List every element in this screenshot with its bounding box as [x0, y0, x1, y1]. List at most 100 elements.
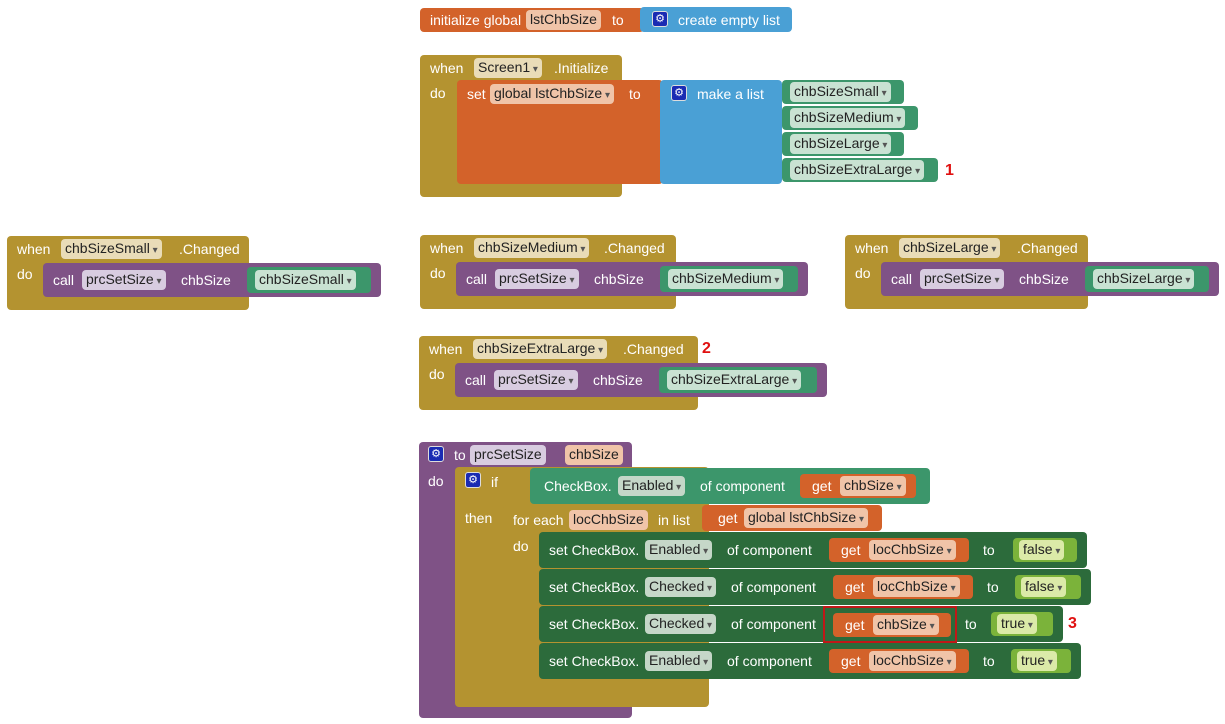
procedure-name-dropdown[interactable]: prcSetSize: [920, 269, 1004, 289]
list-item-block[interactable]: chbSizeMedium: [782, 106, 918, 130]
make-list-gear-icon[interactable]: ⚙: [671, 85, 687, 101]
component-arg[interactable]: chbSizeSmall: [255, 270, 356, 290]
cond-component-label: CheckBox.: [544, 478, 612, 494]
set-of-component-label: of component: [727, 653, 812, 669]
get-var-block[interactable]: get locChbSize: [829, 538, 969, 562]
call-procedure-block[interactable]: call prcSetSize chbSize chbSizeLarge: [881, 262, 1219, 296]
create-empty-list-block[interactable]: ⚙ create empty list: [640, 7, 792, 32]
procedure-name-dropdown[interactable]: prcSetSize: [495, 269, 579, 289]
list-item-component[interactable]: chbSizeLarge: [790, 134, 892, 154]
call-label: call: [53, 272, 75, 288]
component-arg[interactable]: chbSizeLarge: [1093, 269, 1195, 289]
list-item-block[interactable]: chbSizeLarge: [782, 132, 904, 156]
set-to-label: to: [629, 86, 641, 102]
for-each-label: for each: [513, 512, 564, 528]
cond-property-dropdown[interactable]: Enabled: [618, 476, 686, 496]
param-label: chbSize: [594, 271, 644, 287]
global-name-field[interactable]: lstChbSize: [526, 10, 601, 30]
set-to-label: to: [983, 653, 995, 669]
changed-event-label: .Changed: [604, 240, 665, 256]
component-arg-block[interactable]: chbSizeMedium: [660, 266, 798, 292]
set-property-dropdown[interactable]: Enabled: [645, 651, 713, 671]
boolean-block[interactable]: false: [1013, 538, 1077, 562]
list-item-component[interactable]: chbSizeSmall: [790, 82, 891, 102]
boolean-value-dropdown[interactable]: false: [1019, 540, 1065, 560]
boolean-block[interactable]: true: [1011, 649, 1071, 673]
get-var-block[interactable]: get locChbSize: [833, 575, 973, 599]
set-property-dropdown[interactable]: Checked: [645, 614, 717, 634]
set-checkbox-block[interactable]: set CheckBox. Checked of component get l…: [539, 569, 1091, 605]
procedure-param-field[interactable]: chbSize: [565, 445, 623, 465]
set-property-dropdown[interactable]: Checked: [645, 577, 717, 597]
procedure-name-dropdown[interactable]: prcSetSize: [494, 370, 578, 390]
list-item-component[interactable]: chbSizeExtraLarge: [790, 160, 925, 180]
set-property-dropdown[interactable]: Enabled: [645, 540, 713, 560]
set-checkbox-block[interactable]: set CheckBox. Checked of component get c…: [539, 606, 1063, 642]
get-global-list-dropdown[interactable]: global lstChbSize: [744, 508, 868, 528]
component-arg-block[interactable]: chbSizeExtraLarge: [659, 367, 817, 393]
list-item-component[interactable]: chbSizeMedium: [790, 108, 906, 128]
component-arg[interactable]: chbSizeMedium: [668, 269, 784, 289]
get-var-dropdown[interactable]: locChbSize: [869, 540, 956, 560]
annotation-marker-2: 2: [702, 340, 711, 357]
set-global-var-dropdown[interactable]: global lstChbSize: [490, 84, 614, 104]
get-var-block[interactable]: get chbSize: [833, 613, 951, 637]
get-var-block[interactable]: get chbSize: [800, 474, 916, 498]
list-item-block[interactable]: chbSizeExtraLarge: [782, 158, 938, 182]
set-to-label: to: [965, 616, 977, 632]
call-procedure-block[interactable]: call prcSetSize chbSize chbSizeMedium: [456, 262, 808, 296]
mutator-gear-icon[interactable]: ⚙: [652, 11, 668, 27]
get-var-block[interactable]: get locChbSize: [829, 649, 969, 673]
event-component-dropdown[interactable]: chbSizeSmall: [61, 239, 162, 259]
boolean-value-dropdown[interactable]: false: [1021, 577, 1067, 597]
event-component-dropdown[interactable]: chbSizeMedium: [474, 238, 590, 258]
changed-event-label: .Changed: [1017, 240, 1078, 256]
call-label: call: [465, 372, 487, 388]
when-label: when: [17, 241, 51, 257]
get-var-dropdown[interactable]: chbSize: [873, 615, 939, 635]
boolean-block[interactable]: false: [1015, 575, 1081, 599]
procedure-name-dropdown[interactable]: prcSetSize: [82, 270, 166, 290]
screen-component-dropdown[interactable]: Screen1: [474, 58, 542, 78]
set-of-component-label: of component: [731, 616, 816, 632]
event-component-dropdown[interactable]: chbSizeExtraLarge: [473, 339, 608, 359]
procedure-gear-icon[interactable]: ⚙: [428, 446, 444, 462]
init-global-label: initialize global: [430, 12, 522, 28]
changed-event-label: .Changed: [623, 341, 684, 357]
set-global-block[interactable]: set global lstChbSize to: [457, 80, 663, 184]
init-global-block[interactable]: initialize global lstChbSize to: [420, 8, 644, 32]
set-checkbox-block[interactable]: set CheckBox. Enabled of component get l…: [539, 643, 1081, 679]
get-var-dropdown[interactable]: locChbSize: [869, 651, 956, 671]
get-global-list-block[interactable]: get global lstChbSize: [702, 505, 882, 531]
get-label: get: [845, 579, 865, 595]
boolean-block[interactable]: true: [991, 612, 1053, 636]
when-label: when: [429, 341, 463, 357]
call-label: call: [466, 271, 488, 287]
make-a-list-block[interactable]: ⚙ make a list: [660, 80, 782, 184]
call-procedure-block[interactable]: call prcSetSize chbSize chbSizeExtraLarg…: [455, 363, 827, 397]
event-component-dropdown[interactable]: chbSizeLarge: [899, 238, 1001, 258]
set-checkbox-label: set CheckBox.: [549, 579, 640, 595]
component-arg[interactable]: chbSizeExtraLarge: [667, 370, 802, 390]
when-label: when: [430, 60, 464, 76]
list-item-block[interactable]: chbSizeSmall: [782, 80, 904, 104]
param-label: chbSize: [181, 272, 231, 288]
call-procedure-block[interactable]: call prcSetSize chbSize chbSizeSmall: [43, 263, 381, 297]
when-label: when: [430, 240, 464, 256]
initialize-event-label: .Initialize: [554, 60, 609, 76]
when-label: when: [855, 240, 889, 256]
boolean-value-dropdown[interactable]: true: [997, 614, 1037, 634]
get-var-dropdown[interactable]: chbSize: [840, 476, 906, 496]
set-checkbox-label: set CheckBox.: [549, 542, 640, 558]
boolean-value-dropdown[interactable]: true: [1017, 651, 1057, 671]
procedure-name-field[interactable]: prcSetSize: [470, 445, 546, 465]
checkbox-enabled-getter[interactable]: CheckBox. Enabled of component get chbSi…: [530, 468, 930, 504]
loop-var-field[interactable]: locChbSize: [569, 510, 648, 530]
component-arg-block[interactable]: chbSizeLarge: [1085, 266, 1209, 292]
if-gear-icon[interactable]: ⚙: [465, 472, 481, 488]
init-to-label: to: [612, 12, 624, 28]
component-arg-block[interactable]: chbSizeSmall: [247, 267, 371, 293]
set-checkbox-block[interactable]: set CheckBox. Enabled of component get l…: [539, 532, 1087, 568]
highlight-box: [823, 606, 957, 643]
get-var-dropdown[interactable]: locChbSize: [873, 577, 960, 597]
